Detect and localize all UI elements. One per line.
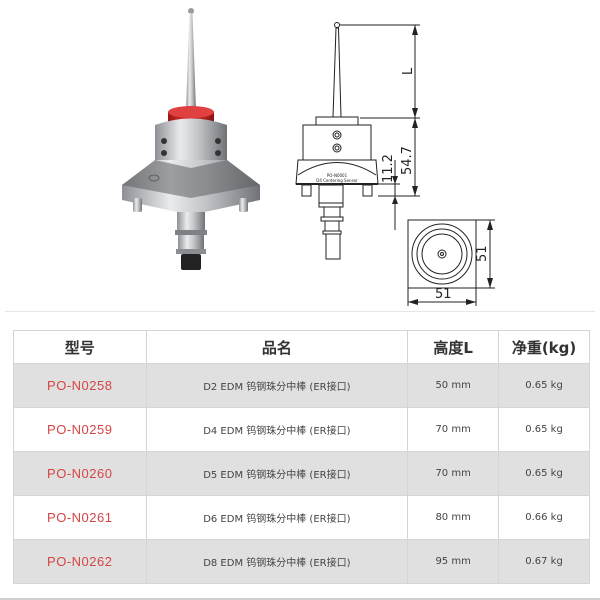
cell-model: PO-N0262	[13, 539, 147, 584]
cell-weight: 0.65 kg	[498, 451, 590, 496]
cell-model: PO-N0259	[13, 407, 147, 452]
dimension-54-7-label: 54.7	[400, 146, 415, 175]
cell-weight: 0.67 kg	[498, 539, 590, 584]
cell-name: D5 EDM 钨钢珠分中棒 (ER接口)	[145, 451, 409, 496]
drawing-label-line1: PO-N0001	[327, 173, 348, 178]
product-illustration-area: L 54.7 11.2 51 51 PO-N0001 D4 Centering …	[122, 8, 495, 306]
cell-weight: 0.65 kg	[498, 407, 590, 452]
cell-height: 50 mm	[407, 363, 500, 408]
table-row: PO-N0261 D6 EDM 钨钢珠分中棒 (ER接口) 80 mm 0.66…	[13, 495, 590, 540]
cell-model: PO-N0260	[13, 451, 147, 496]
cell-model: PO-N0258	[13, 363, 147, 408]
cell-height: 70 mm	[407, 407, 500, 452]
cell-weight: 0.65 kg	[498, 363, 590, 408]
cell-name: D2 EDM 钨钢珠分中棒 (ER接口)	[145, 363, 409, 408]
section-divider	[5, 311, 595, 312]
table-row: PO-N0259 D4 EDM 钨钢珠分中棒 (ER接口) 70 mm 0.65…	[13, 407, 590, 452]
dimension-base-width-label: 51	[435, 287, 452, 302]
product-photo	[122, 8, 260, 270]
technical-drawing: L 54.7 11.2 51 51 PO-N0001 D4 Centering …	[295, 22, 495, 306]
dimension-11-2-label: 11.2	[381, 154, 396, 183]
header-weight: 净重(kg)	[498, 330, 590, 364]
cell-name: D4 EDM 钨钢珠分中棒 (ER接口)	[145, 407, 409, 452]
table-row: PO-N0262 D8 EDM 钨钢珠分中棒 (ER接口) 95 mm 0.67…	[13, 539, 590, 584]
spec-table: 型号 品名 高度L 净重(kg) PO-N0258 D2 EDM 钨钢珠分中棒 …	[13, 330, 590, 584]
cell-name: D8 EDM 钨钢珠分中棒 (ER接口)	[145, 539, 409, 584]
dimension-base-height-label: 51	[475, 245, 490, 262]
dimension-L-label: L	[401, 67, 416, 75]
cell-height: 80 mm	[407, 495, 500, 540]
cell-model: PO-N0261	[13, 495, 147, 540]
table-row: PO-N0260 D5 EDM 钨钢珠分中棒 (ER接口) 70 mm 0.65…	[13, 451, 590, 496]
cell-height: 70 mm	[407, 451, 500, 496]
bottom-border	[0, 598, 600, 600]
table-row: PO-N0258 D2 EDM 钨钢珠分中棒 (ER接口) 50 mm 0.65…	[13, 363, 590, 408]
header-height: 高度L	[407, 330, 500, 364]
cell-height: 95 mm	[407, 539, 500, 584]
cell-name: D6 EDM 钨钢珠分中棒 (ER接口)	[145, 495, 409, 540]
header-name: 品名	[145, 330, 409, 364]
drawing-label-line2: D4 Centering Sensor	[316, 178, 358, 183]
header-model: 型号	[13, 330, 147, 364]
cell-weight: 0.66 kg	[498, 495, 590, 540]
table-header-row: 型号 品名 高度L 净重(kg)	[13, 330, 590, 364]
